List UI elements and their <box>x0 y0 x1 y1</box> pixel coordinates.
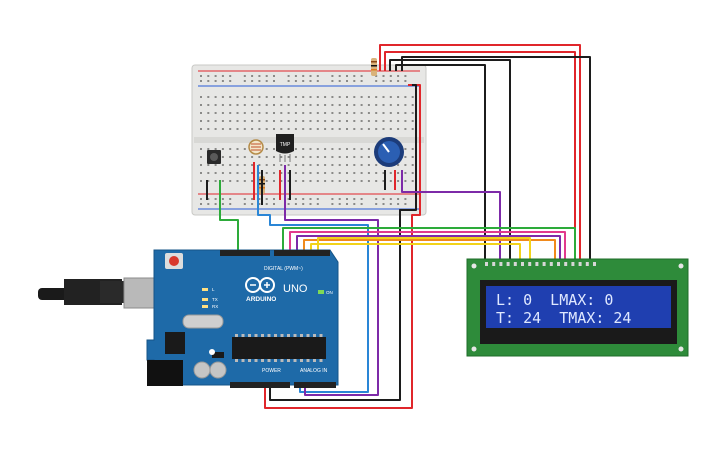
arduino-logo-icon <box>245 277 275 293</box>
lcd-pins <box>485 262 596 266</box>
on-label: ON <box>326 290 333 295</box>
breadboard-holes <box>200 75 414 205</box>
usb-cable <box>38 277 163 309</box>
lcd-module[interactable]: L: 0 LMAX: 0 T: 24 TMAX: 24 <box>466 258 689 357</box>
tx-led-label: TX <box>212 297 218 302</box>
digital-label: DIGITAL (PWM~) <box>264 266 303 272</box>
wires <box>206 44 591 409</box>
arduino-uno[interactable]: ARDUINO UNO DIGITAL (PWM~) POWER ANALOG … <box>38 249 339 388</box>
power-label: POWER <box>262 368 281 374</box>
lcd-line-2: T: 24 TMAX: 24 <box>496 309 631 327</box>
tmp-label: TMP <box>280 142 291 148</box>
lcd-screen <box>486 286 671 328</box>
potentiometer[interactable] <box>374 137 404 167</box>
on-led <box>318 290 324 294</box>
breadboard[interactable] <box>191 64 427 216</box>
l-led-label: L <box>212 287 215 292</box>
arduino-logo-text: ARDUINO <box>246 296 276 303</box>
power-jack <box>147 360 183 386</box>
analog-header <box>294 382 336 388</box>
arduino-model: UNO <box>283 283 308 295</box>
analog-label: ANALOG IN <box>300 368 328 374</box>
pushbutton[interactable] <box>207 150 221 164</box>
voltage-regulator <box>165 332 185 354</box>
temperature-sensor[interactable]: TMP <box>276 134 294 162</box>
capacitor <box>193 361 211 379</box>
digital-header-right <box>274 250 330 256</box>
photoresistor[interactable] <box>248 139 264 155</box>
lcd-line-1: L: 0 LMAX: 0 <box>496 291 613 309</box>
chip-pins <box>235 334 323 362</box>
digital-header-left <box>220 250 270 256</box>
rx-led-label: RX <box>212 304 218 309</box>
power-header <box>230 382 290 388</box>
resistor-rail[interactable] <box>371 58 377 76</box>
atmega-chip <box>232 337 326 359</box>
crystal <box>182 314 224 329</box>
capacitor <box>209 361 227 379</box>
